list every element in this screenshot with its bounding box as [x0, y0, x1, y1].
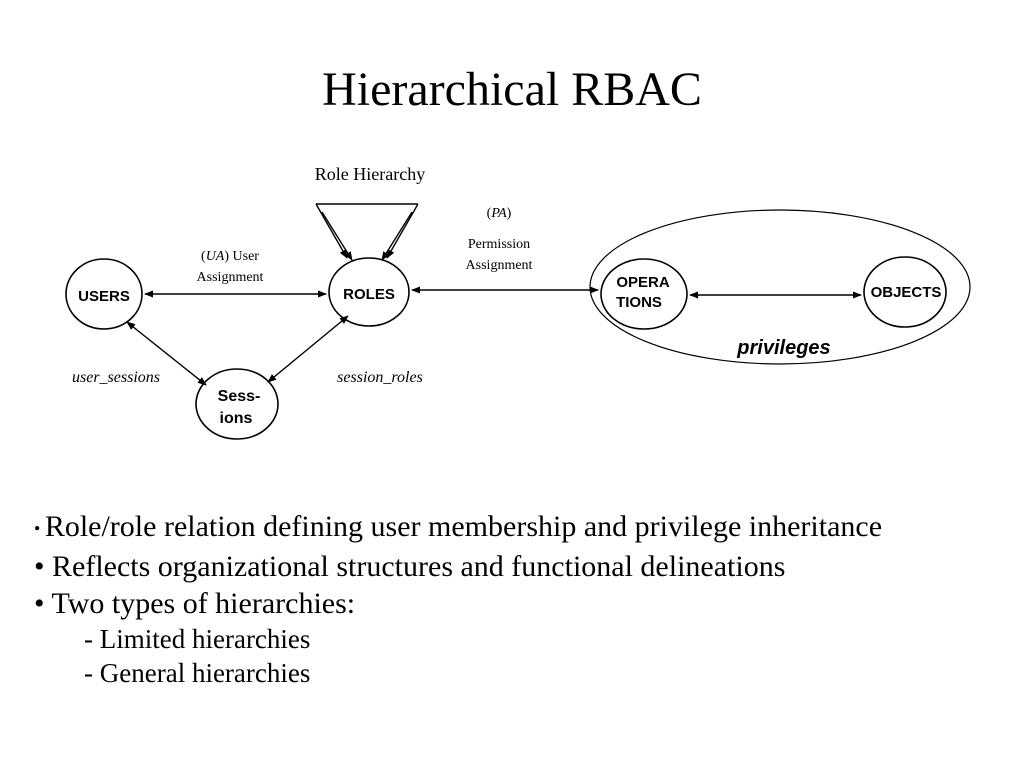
users-label: USERS: [78, 288, 130, 305]
objects-node: [863, 256, 947, 328]
bullet-dot-icon: •: [34, 586, 52, 620]
role-hierarchy-left-arrow-b: [321, 211, 353, 261]
bullet-text: Role/role relation defining user members…: [44, 510, 883, 543]
privileges-label: privileges: [736, 337, 830, 359]
bullet-item: • Reflects organizational structures and…: [34, 548, 1014, 585]
sessions-label-line2: ions: [220, 410, 253, 427]
user-sessions-arrow: [126, 321, 207, 386]
sessions-label-line1: Sess-: [218, 388, 261, 405]
bullet-dot-icon: •: [34, 549, 53, 583]
pa-label-line0: (PA): [487, 206, 512, 221]
ua-label-rest: User: [229, 249, 259, 264]
operations-label-line1: OPERA: [616, 274, 670, 291]
users-node: [65, 258, 143, 330]
sub-bullet-text: General hierarchies: [99, 657, 311, 688]
session-roles-label: session_roles: [337, 369, 423, 386]
pa-label-line1: Permission: [468, 237, 530, 252]
objects-label: OBJECTS: [871, 284, 942, 301]
pa-label-line2: Assignment: [466, 258, 533, 273]
bullet-dot-icon: •: [34, 518, 45, 539]
role-hierarchy-left-arrow-a: [315, 203, 348, 259]
roles-label: ROLES: [343, 286, 395, 303]
role-hierarchy-right-arrow-b: [381, 211, 413, 261]
rbac-diagram: Role Hierarchy (UA) User Assignment (PA)…: [65, 164, 971, 440]
roles-node: [328, 257, 410, 327]
ua-label-line2: Assignment: [197, 270, 264, 285]
sessions-node: [195, 368, 279, 440]
dash-icon: -: [84, 657, 100, 688]
user-sessions-label: user_sessions: [72, 369, 160, 386]
bullet-list: • Role/role relation defining user membe…: [34, 508, 1014, 690]
pa-abbrev: PA: [490, 206, 507, 221]
operations-node: [600, 258, 688, 330]
ua-label-line1: (UA) User: [201, 249, 259, 264]
bullet-text: Two types of hierarchies:: [51, 586, 356, 620]
dash-icon: -: [84, 623, 100, 654]
sub-bullet-item: - General hierarchies: [34, 656, 1014, 690]
ua-abbrev: UA: [206, 249, 225, 264]
bullet-item: • Two types of hierarchies:: [34, 585, 1014, 622]
role-hierarchy-right-arrow-a: [386, 203, 419, 259]
bullet-text: Reflects organizational structures and f…: [52, 549, 786, 583]
role-hierarchy-label: Role Hierarchy: [315, 164, 425, 184]
sub-bullet-item: - Limited hierarchies: [34, 622, 1014, 656]
operations-label-line2: TIONS: [616, 294, 662, 311]
sub-bullet-text: Limited hierarchies: [99, 623, 311, 654]
bullet-item: • Role/role relation defining user membe…: [34, 508, 1014, 548]
session-roles-arrow: [267, 315, 349, 383]
slide-title: Hierarchical RBAC: [322, 63, 702, 116]
